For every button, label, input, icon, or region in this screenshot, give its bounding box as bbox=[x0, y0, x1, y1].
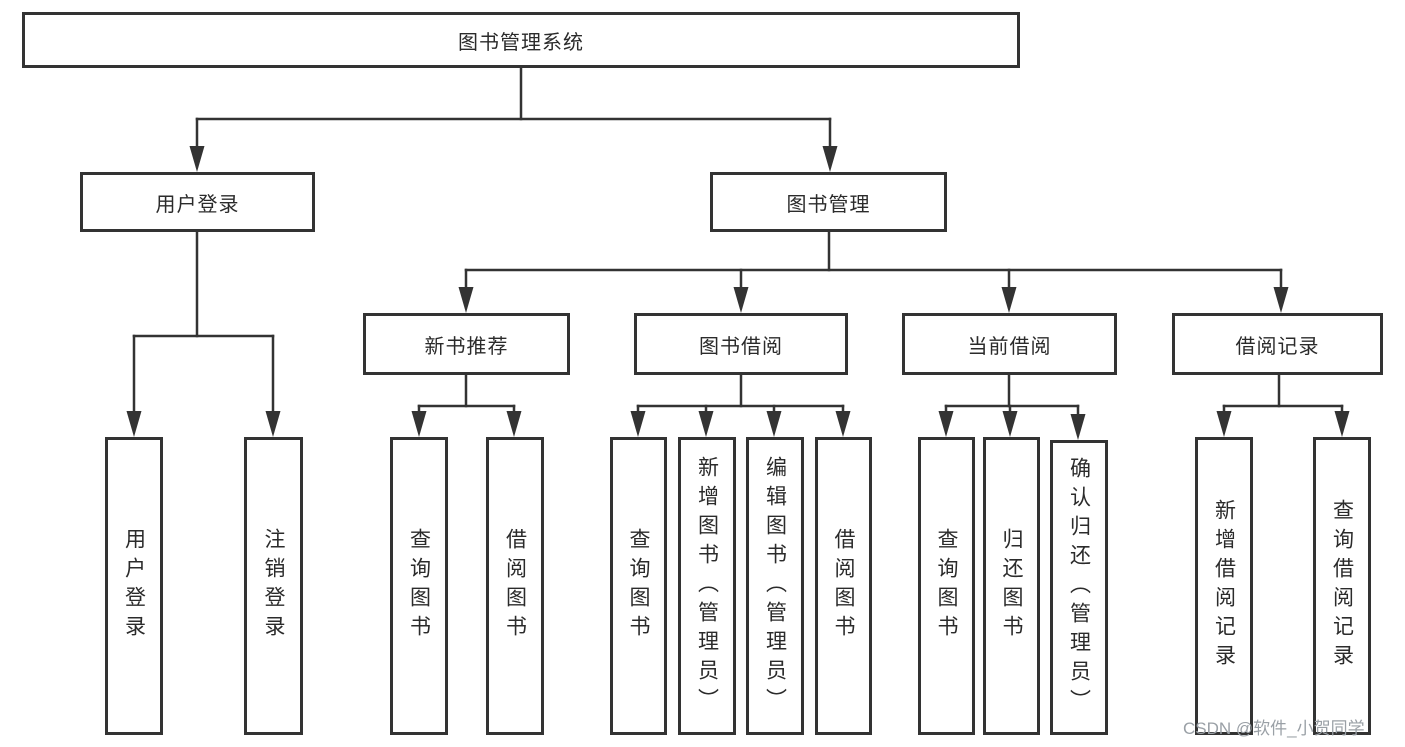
node-current-borrowing: 当前借阅 bbox=[902, 313, 1117, 375]
leaf-add-borrow-record: 新增借阅记录 bbox=[1195, 437, 1253, 735]
leaf-logout: 注销登录 bbox=[244, 437, 303, 735]
leaf-query-borrow-record: 查询借阅记录 bbox=[1313, 437, 1371, 735]
node-label: 编辑图书（管理员） bbox=[763, 455, 787, 717]
node-label: 归还图书 bbox=[1000, 528, 1023, 644]
node-label: 借阅图书 bbox=[832, 528, 855, 644]
connector-book-management-to-level3 bbox=[458, 230, 1289, 313]
node-label: 图书管理系统 bbox=[458, 31, 584, 54]
node-label: 新增图书（管理员） bbox=[695, 455, 719, 717]
node-label: 查询借阅记录 bbox=[1330, 499, 1354, 673]
connector-borrowing-records-to-leaves bbox=[1216, 373, 1350, 437]
node-library-management-system: 图书管理系统 bbox=[22, 12, 1020, 68]
leaf-query-books-recommend: 查询图书 bbox=[390, 437, 448, 735]
leaf-borrow-books: 借阅图书 bbox=[815, 437, 872, 735]
leaf-edit-book-admin: 编辑图书（管理员） bbox=[746, 437, 804, 735]
node-label: 新增借阅记录 bbox=[1212, 499, 1236, 673]
connector-user-login-to-leaves bbox=[126, 230, 281, 437]
node-borrowing-records: 借阅记录 bbox=[1172, 313, 1383, 375]
node-label: 图书借阅 bbox=[699, 335, 783, 358]
node-label: 查询图书 bbox=[627, 528, 650, 644]
node-label: 用户登录 bbox=[122, 528, 146, 644]
node-user-login: 用户登录 bbox=[80, 172, 315, 232]
node-label: 图书管理 bbox=[786, 193, 871, 216]
node-new-book-recommend: 新书推荐 bbox=[363, 313, 570, 375]
node-label: 查询图书 bbox=[407, 528, 431, 644]
node-label: 借阅记录 bbox=[1235, 335, 1320, 358]
leaf-return-book: 归还图书 bbox=[983, 437, 1040, 735]
node-label: 新书推荐 bbox=[424, 335, 509, 358]
node-book-borrowing: 图书借阅 bbox=[634, 313, 848, 375]
leaf-user-login: 用户登录 bbox=[105, 437, 163, 735]
connector-new-book-recommend-to-leaves bbox=[411, 373, 522, 437]
node-label: 确认归还（管理员） bbox=[1067, 457, 1091, 718]
csdn-watermark: CSDN @软件_小贺同学 bbox=[1183, 719, 1365, 738]
node-label: 用户登录 bbox=[155, 193, 240, 216]
node-label: 借阅图书 bbox=[503, 528, 527, 644]
node-label: 注销登录 bbox=[262, 528, 285, 644]
leaf-borrow-books-recommend: 借阅图书 bbox=[486, 437, 544, 735]
node-label: 查询图书 bbox=[935, 528, 958, 644]
leaf-query-books-borrowing: 查询图书 bbox=[610, 437, 667, 735]
node-book-management: 图书管理 bbox=[710, 172, 947, 232]
connector-current-borrowing-to-leaves bbox=[938, 373, 1086, 440]
node-label: 当前借阅 bbox=[967, 335, 1052, 358]
leaf-add-book-admin: 新增图书（管理员） bbox=[678, 437, 736, 735]
connector-root-to-level2 bbox=[189, 66, 838, 172]
leaf-confirm-return-admin: 确认归还（管理员） bbox=[1050, 440, 1108, 735]
leaf-query-books-current: 查询图书 bbox=[918, 437, 975, 735]
connector-book-borrowing-to-leaves bbox=[630, 373, 851, 437]
